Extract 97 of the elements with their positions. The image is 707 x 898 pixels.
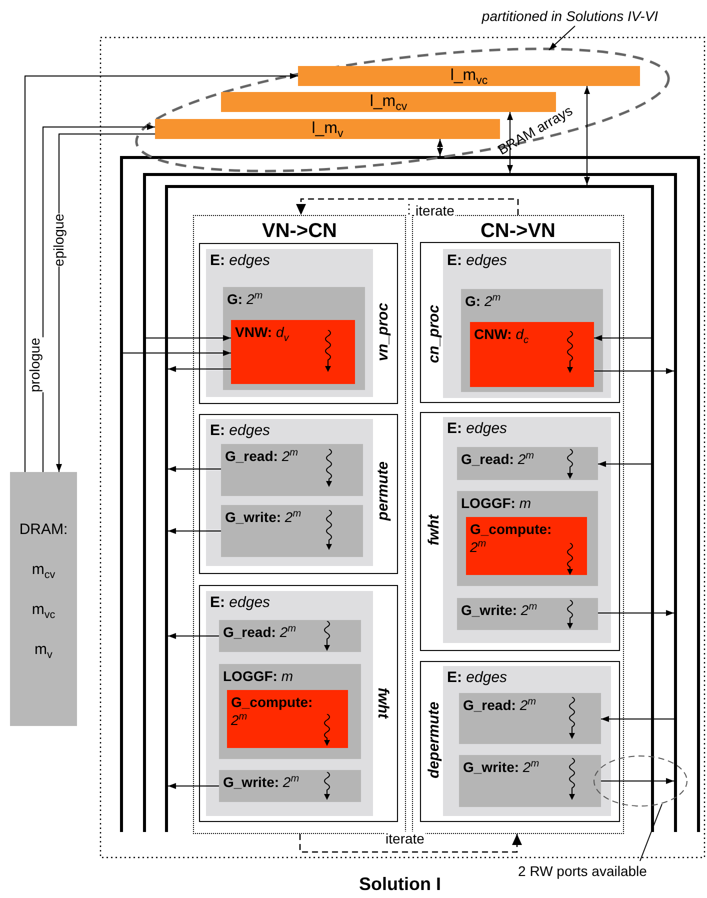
block-label: G_write: 2$^{m}$ <box>461 601 538 619</box>
arrow <box>598 461 652 467</box>
block-label: G: 2$^{m}$ <box>465 292 501 310</box>
arrow <box>168 366 232 372</box>
arrow <box>437 138 443 156</box>
loop-panel <box>459 755 601 807</box>
loop-panel <box>219 620 361 652</box>
leader-line <box>548 26 576 50</box>
loop-panel <box>443 666 611 816</box>
annotation-text: 2 RW ports available <box>500 861 665 881</box>
array-label: l_m$_{cv}$ <box>370 93 408 111</box>
dotted-group <box>412 215 624 834</box>
stage-label: depermute <box>426 702 442 778</box>
compute-block <box>227 690 348 748</box>
column-heading: CN->VN <box>480 220 556 243</box>
stage-label: fwht <box>374 688 392 718</box>
block-label: G_read: 2$^{m}$ <box>225 447 298 465</box>
block-label: G_write: 2$^{m}$ <box>225 508 302 526</box>
loop-panel <box>457 491 598 586</box>
arrow <box>600 716 674 722</box>
stage-box <box>199 243 398 404</box>
arrow <box>168 783 220 789</box>
loop-panel <box>457 447 598 480</box>
compute-block <box>466 517 587 575</box>
arrow <box>24 73 298 472</box>
loop-arrow <box>299 834 522 853</box>
block-label: VNW: d$_{v}$ <box>235 323 289 341</box>
arrow <box>144 335 232 341</box>
stage-box <box>420 242 620 403</box>
dotted-group <box>193 215 406 834</box>
block-label: G_read: 2$^{m}$ <box>463 696 536 714</box>
edge-label: iterate <box>414 204 456 218</box>
array-label: l_m$_{vc}$ <box>450 67 488 85</box>
edge-label: epilogue <box>50 214 68 266</box>
block-label: G_read: 2$^{m}$ <box>461 450 534 468</box>
block-label: E: edges <box>210 422 270 440</box>
arrow <box>168 528 222 534</box>
memory-label: m$_{cv}$ <box>32 560 56 580</box>
loop-panel <box>219 664 361 759</box>
memory-label: DRAM: <box>19 520 68 540</box>
stage-label: permute <box>374 461 392 521</box>
loop-panel <box>206 419 373 566</box>
arrow <box>122 350 232 356</box>
loop-panel <box>221 444 363 496</box>
edge-label: iterate <box>384 832 426 846</box>
block-label: E: edges <box>210 594 270 612</box>
loop-panel <box>461 289 603 392</box>
arrow <box>168 466 222 472</box>
loop-panel <box>223 287 365 390</box>
block-label: LOGGF: m <box>223 667 293 685</box>
block-label: G_write: 2$^{m}$ <box>223 773 300 791</box>
edge-label: prologue <box>26 338 44 392</box>
block-label: E: edges <box>447 252 508 270</box>
memory-label: m$_{v}$ <box>34 640 52 660</box>
block-label: G_read: 2$^{m}$ <box>223 623 296 641</box>
block-label: G_compute: 2$^{m}$ <box>231 693 314 729</box>
loop-panel <box>206 249 373 397</box>
block-label: G_compute: 2$^{m}$ <box>470 520 553 556</box>
memory-label: m$_{vc}$ <box>32 600 56 620</box>
memory-bar <box>298 66 640 86</box>
block-label: E: edges <box>447 420 508 438</box>
compute-block <box>231 320 355 384</box>
block-label: E: edges <box>447 669 508 687</box>
column-heading: VN->CN <box>262 220 337 243</box>
arrow <box>594 368 674 374</box>
stage-label: cn_proc <box>426 304 442 364</box>
loop-panel <box>459 693 601 744</box>
arrow <box>168 633 220 639</box>
block-label: G_write: 2$^{m}$ <box>463 758 540 776</box>
stage-box <box>199 585 398 822</box>
diagram-title: Solution I <box>359 874 441 895</box>
loop-panel <box>221 505 363 557</box>
block-label: E: edges <box>210 252 270 270</box>
loop-arrow <box>296 198 519 215</box>
loop-panel <box>443 417 611 643</box>
block-label: CNW: d$_{c}$ <box>474 325 529 343</box>
compute-block <box>470 322 594 387</box>
loop-panel <box>457 598 598 630</box>
stage-box <box>199 414 398 574</box>
stage-label: vn_proc <box>374 302 392 362</box>
stage-box <box>420 412 620 651</box>
arrow <box>600 778 674 784</box>
block-label: LOGGF: m <box>461 494 531 512</box>
stage-box <box>420 661 620 822</box>
annotation-text: partitioned in Solutions IV-VI <box>455 6 685 26</box>
memory-block <box>10 472 77 726</box>
leader-line <box>640 804 662 862</box>
loop-panel <box>206 591 373 816</box>
arrow <box>507 112 513 174</box>
stage-label: fwht <box>426 514 442 546</box>
loop-panel <box>443 249 611 398</box>
arrow <box>598 610 674 616</box>
array-label: l_m$_{v}$ <box>312 120 344 138</box>
block-label: G: 2$^{m}$ <box>227 290 263 308</box>
loop-panel <box>219 770 361 802</box>
arrow <box>584 86 590 186</box>
arrow <box>594 335 652 341</box>
